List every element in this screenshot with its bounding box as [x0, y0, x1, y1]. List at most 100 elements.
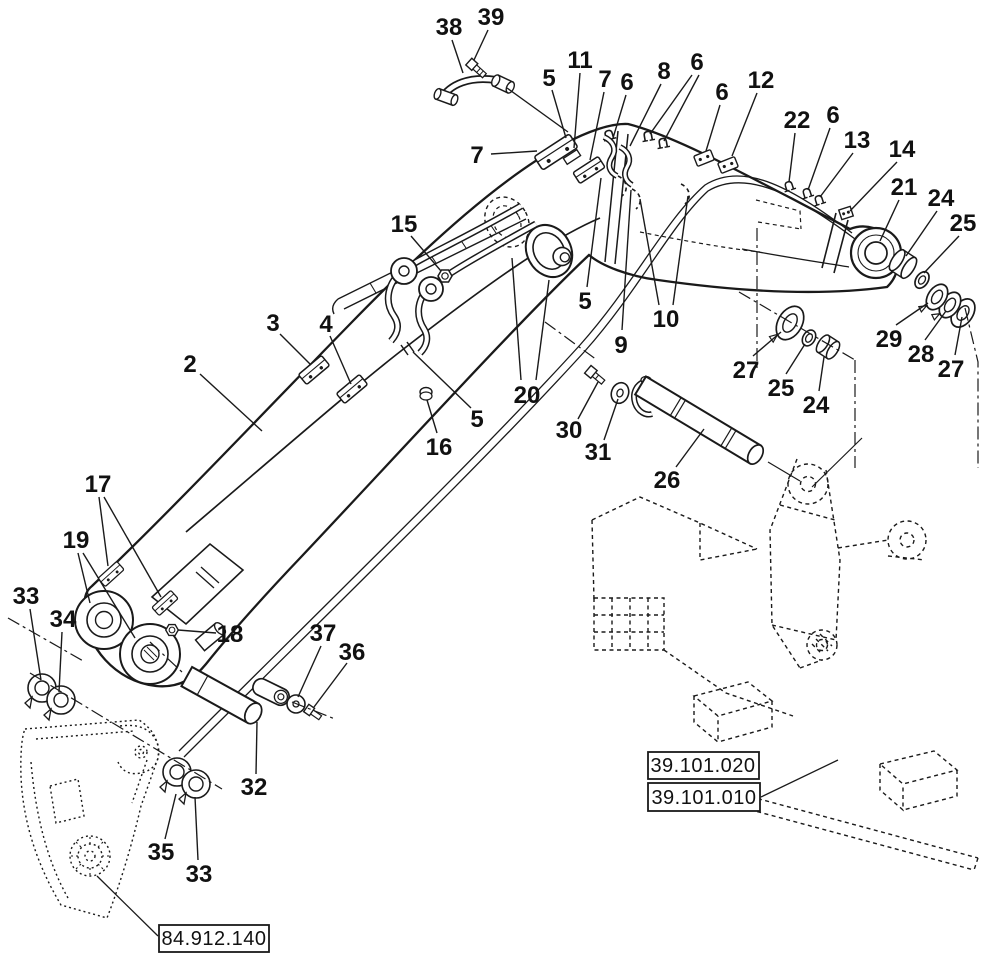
- link-38-assembly: [433, 57, 569, 133]
- leader-line-3: [279, 333, 312, 366]
- boom-weldment: [74, 122, 903, 688]
- callout-32-44: 32: [241, 774, 268, 801]
- boom-foot-lugs: [74, 590, 181, 685]
- callout-3-19: 3: [266, 310, 279, 337]
- pin-26-assembly: [583, 364, 801, 482]
- callout-31-35: 31: [585, 439, 612, 466]
- frame-reference: [591, 458, 979, 871]
- callout-25-32: 25: [768, 375, 795, 402]
- callout-29-28: 29: [876, 326, 903, 353]
- callout-15-18: 15: [391, 211, 418, 238]
- callout-28-29: 28: [908, 341, 935, 368]
- callout-6-7: 6: [690, 49, 703, 76]
- hydraulic-pipes: [178, 175, 856, 758]
- leader-line-25: [923, 235, 960, 274]
- ref-box-84912140[interactable]: 84.912.140: [96, 875, 270, 953]
- seal-group-lower: [768, 305, 841, 360]
- leader-line-7: [490, 150, 538, 155]
- callout-21-14: 21: [891, 174, 918, 201]
- leader-line-37: [297, 645, 322, 698]
- callout-4-20: 4: [319, 311, 333, 338]
- leader-line-31: [603, 398, 619, 441]
- callout-17-37: 17: [85, 471, 112, 498]
- leader-line-14: [849, 161, 898, 212]
- callout-6-5: 6: [620, 69, 633, 96]
- ref-code: 39.101.020: [650, 755, 755, 777]
- seal-group-upper: [888, 248, 976, 328]
- leader-line-19: [82, 552, 136, 639]
- clip-13: [811, 193, 827, 207]
- callout-8-6: 8: [657, 58, 670, 85]
- leader-line-21: [879, 199, 900, 242]
- callout-38-0: 38: [436, 14, 463, 41]
- callout-18-41: 18: [217, 621, 244, 648]
- ref-box-39101020[interactable]: 39.101.020: [647, 751, 760, 780]
- callout-6-8: 6: [715, 79, 728, 106]
- leader-line-6: [705, 104, 721, 152]
- callout-39-1: 39: [478, 4, 505, 31]
- leader-line-28: [924, 310, 947, 341]
- ref-code: 84.912.140: [161, 928, 266, 950]
- leader-line-30: [577, 381, 599, 420]
- bolt-30: [583, 364, 606, 385]
- leader-line-32: [255, 721, 258, 775]
- foot-seals: [24, 673, 211, 805]
- leader-line-10: [639, 198, 660, 306]
- bolt-39: [464, 57, 488, 79]
- leader-line-6: [663, 74, 700, 142]
- leader-line-26: [675, 428, 705, 468]
- leader-line-20: [511, 257, 522, 381]
- callout-16-27: 16: [426, 434, 453, 461]
- callout-33-46: 33: [186, 861, 213, 888]
- leader-line-33: [194, 796, 199, 861]
- leader-line-13: [819, 152, 854, 198]
- leader-line-2: [199, 373, 263, 432]
- rod-clevis: [194, 621, 227, 652]
- leader-line-8: [629, 83, 662, 147]
- leader-line-27: [954, 316, 963, 356]
- callout-27-30: 27: [938, 356, 965, 383]
- nut-18: [165, 623, 179, 637]
- callout-37-42: 37: [310, 620, 337, 647]
- leader-line-6: [649, 74, 693, 135]
- callout-2-21: 2: [183, 351, 196, 378]
- leader-line-12: [731, 92, 758, 157]
- callout-5-22: 5: [578, 288, 591, 315]
- leader-line-25: [785, 343, 806, 375]
- clip-6d: [799, 186, 815, 200]
- ref-box-39101010[interactable]: 39.101.010: [647, 759, 839, 812]
- callout-26-36: 26: [654, 467, 681, 494]
- leader-line-22: [788, 132, 796, 183]
- leader-line-16: [426, 399, 438, 434]
- leader-line-6: [612, 94, 627, 139]
- leader-line-6: [807, 127, 831, 191]
- pin-26: [633, 375, 765, 465]
- construction-lines: [7, 228, 979, 790]
- leader-line-38: [451, 39, 464, 74]
- callout-24-33: 24: [803, 392, 830, 419]
- leader-line-24: [818, 356, 825, 392]
- leader-line-36: [313, 662, 348, 708]
- leader-line-18: [177, 629, 217, 634]
- hose-elbows: [602, 134, 690, 210]
- leader-line-35: [164, 793, 177, 840]
- callout-25-16: 25: [950, 210, 977, 237]
- leader-line-15: [410, 235, 442, 272]
- leader-line-5: [586, 177, 602, 288]
- leader-line-39: [473, 29, 489, 61]
- pin-32-assembly: [180, 665, 323, 725]
- callout-14-13: 14: [889, 136, 916, 163]
- plug-16: [419, 386, 433, 401]
- leader-line-11: [573, 72, 581, 149]
- bolt-36: [302, 703, 323, 721]
- callout-5-2: 5: [542, 65, 555, 92]
- callout-34-40: 34: [50, 606, 77, 633]
- leader-line-17: [98, 496, 109, 567]
- nut-15: [437, 269, 453, 283]
- leader-line-20: [535, 279, 550, 381]
- callout-30-34: 30: [556, 417, 583, 444]
- callout-7-4: 7: [598, 66, 611, 93]
- callout-27-31: 27: [733, 357, 760, 384]
